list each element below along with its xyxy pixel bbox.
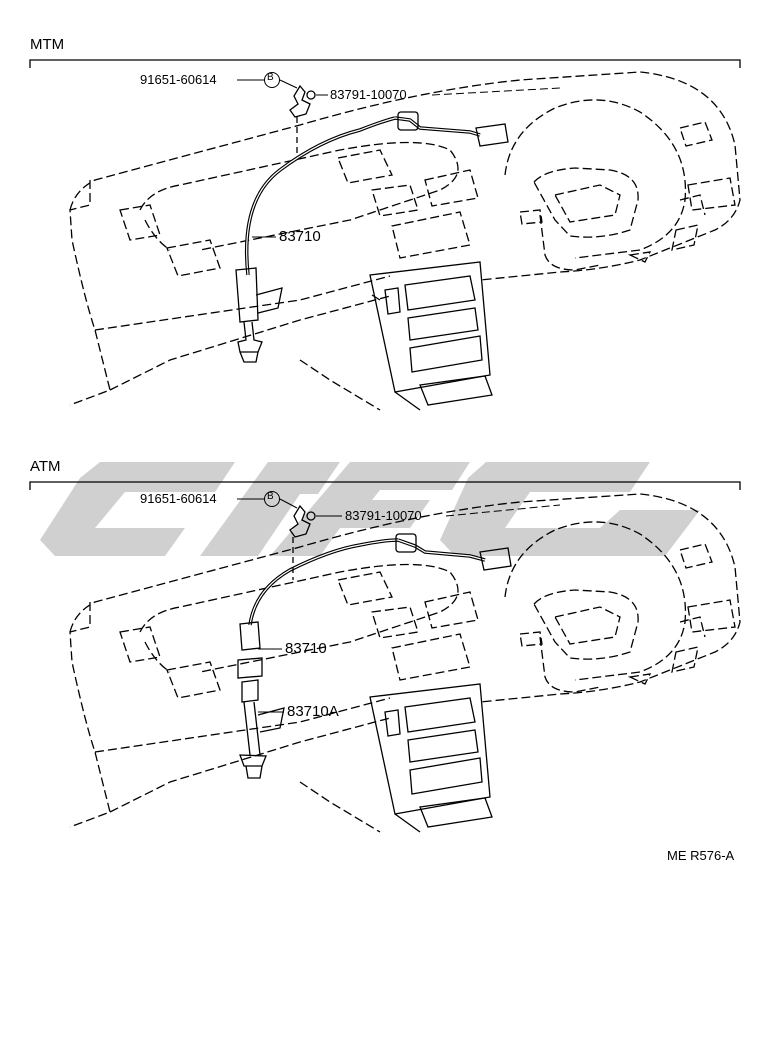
mtm-clamp-bracket bbox=[289, 84, 316, 155]
atm-clamp-part-number: 83791-10070 bbox=[345, 508, 422, 523]
mtm-clamp-part-number: 83791-10070 bbox=[330, 87, 407, 102]
mtm-speedometer-cable bbox=[235, 111, 509, 363]
mtm-callout-leaders bbox=[237, 72, 561, 238]
atm-bolt-marker: B bbox=[267, 491, 274, 502]
mtm-bolt-part-number: 91651-60614 bbox=[140, 72, 217, 87]
atm-dashboard bbox=[69, 493, 741, 833]
mtm-center-stack bbox=[369, 261, 493, 411]
diagram-reference-code: ME R576-A bbox=[667, 848, 735, 863]
mtm-dashboard bbox=[69, 71, 741, 411]
mtm-cable-part-number: 83710 bbox=[279, 228, 321, 245]
atm-speedometer-cable bbox=[237, 533, 512, 779]
atm-center-stack bbox=[369, 683, 493, 833]
section-label-mtm: MTM bbox=[30, 36, 65, 53]
atm-clamp-bracket bbox=[289, 504, 316, 580]
atm-bolt-part-number: 91651-60614 bbox=[140, 491, 217, 506]
atm-cable-part-number: 83710 bbox=[285, 640, 327, 657]
mtm-bolt-marker: B bbox=[267, 72, 274, 83]
atm-frame-line bbox=[29, 481, 741, 490]
mtm-frame-line bbox=[29, 59, 741, 68]
section-label-atm: ATM bbox=[30, 458, 61, 475]
atm-subcable-part-number: 83710A bbox=[287, 703, 339, 720]
atm-callout-leaders bbox=[237, 491, 561, 713]
